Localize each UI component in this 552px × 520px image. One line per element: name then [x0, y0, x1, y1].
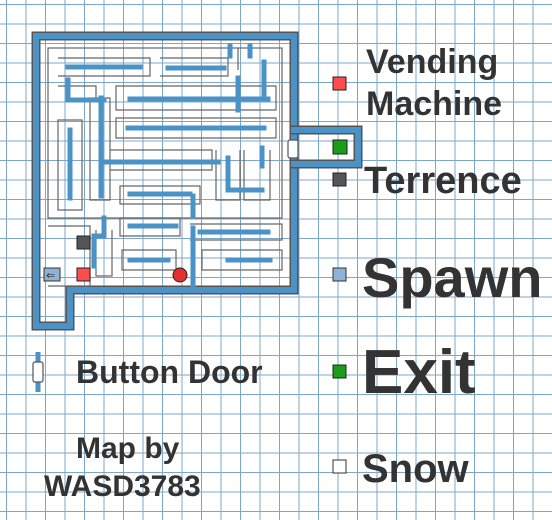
maze-outer-walls — [31, 31, 363, 331]
legend-spawn: Spawn — [362, 246, 543, 309]
legend-terrence: Terrence — [364, 160, 522, 202]
terrence-swatch — [332, 172, 347, 187]
legend-vending-machine-line1: Vending — [366, 43, 499, 81]
vending-machine-marker — [76, 267, 91, 282]
exit-swatch — [332, 364, 347, 379]
enemy-dot — [172, 267, 188, 283]
snow-swatch — [332, 459, 347, 474]
terrence-marker — [76, 235, 91, 250]
legend-snow: Snow — [362, 447, 469, 491]
credit-line2: WASD3783 — [44, 470, 201, 503]
legend-vending-machine-line2: Machine — [366, 85, 503, 123]
legend-exit: Exit — [362, 338, 476, 407]
maze-inner-walls — [65, 43, 273, 289]
exit-marker — [332, 139, 348, 155]
credit-line1: Map by — [76, 432, 180, 465]
button-door-legend-icon — [32, 352, 44, 392]
button-door-marker — [287, 139, 299, 159]
legend-button-door: Button Door — [76, 354, 263, 390]
spawn-marker — [43, 267, 61, 282]
spawn-arrow-icon: ⇐ — [46, 269, 55, 282]
maze-corridor-outlines — [47, 47, 283, 287]
spawn-swatch — [332, 267, 347, 282]
vending-machine-swatch — [332, 76, 347, 91]
